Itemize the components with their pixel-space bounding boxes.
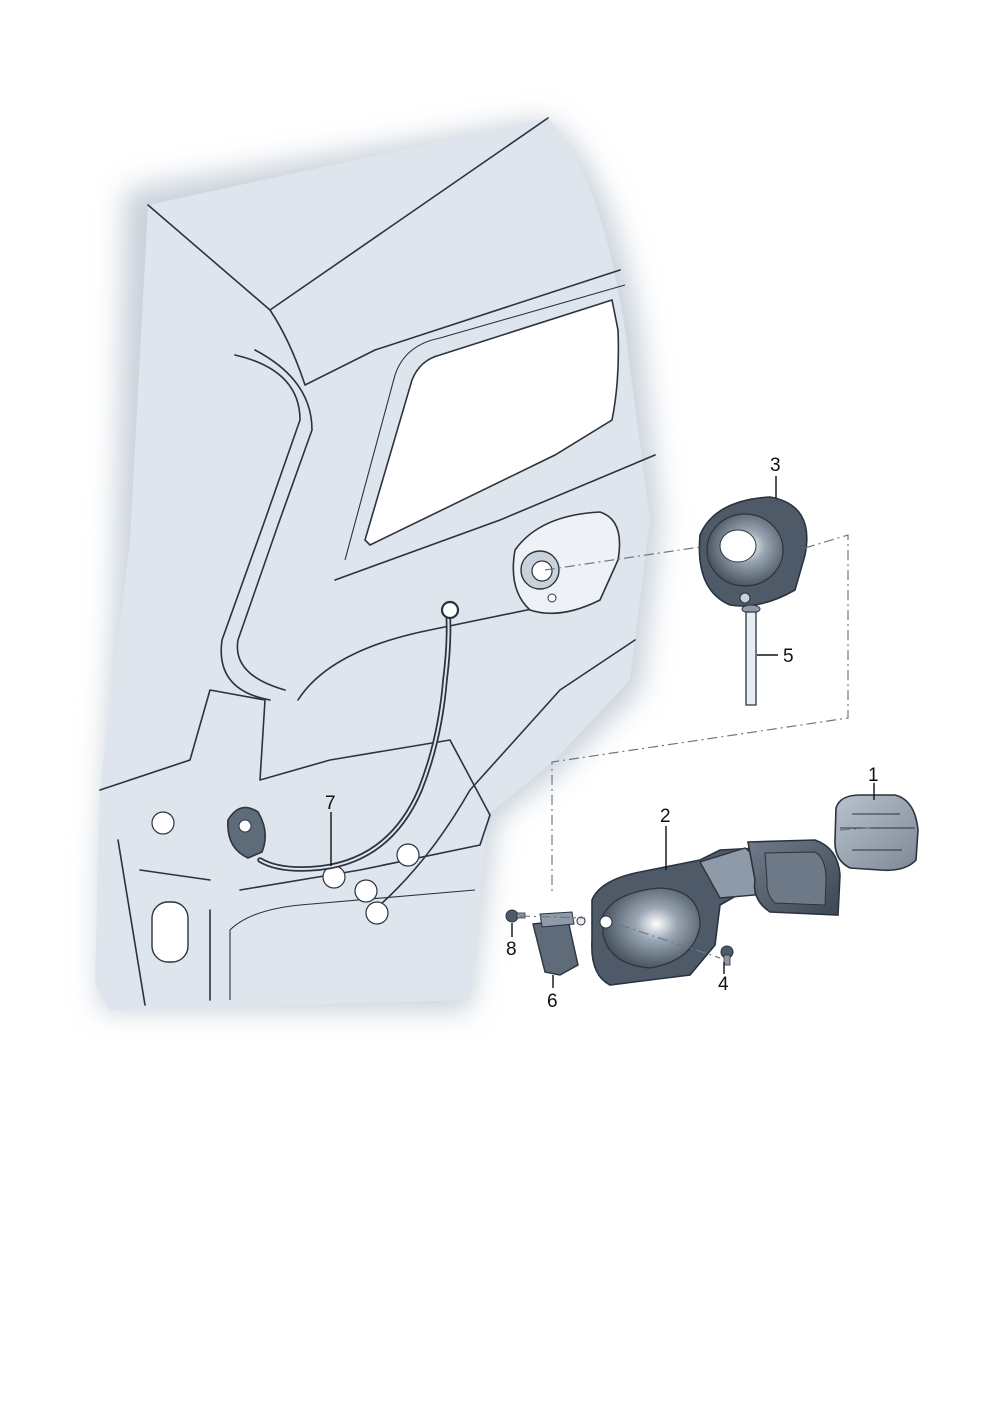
quarter-window xyxy=(364,298,620,546)
assembly-line-actuator xyxy=(519,915,586,919)
body-hole-3 xyxy=(354,879,378,903)
assembly-line-housing-right xyxy=(551,534,849,892)
c-pillar-outer xyxy=(220,354,301,701)
wheel-arch-line xyxy=(379,639,636,906)
car-body-side-panel xyxy=(95,117,660,1010)
quarter-window-frame xyxy=(344,284,626,561)
housing-bore xyxy=(719,529,757,563)
rivet-8-head xyxy=(505,909,519,923)
cable-grommet-hole xyxy=(238,819,252,833)
inner-rear-structure xyxy=(99,689,491,891)
c-pillar-inner xyxy=(236,349,313,691)
drain-hose-body xyxy=(745,611,757,706)
assembly-lines xyxy=(519,534,871,959)
body-crease-lower xyxy=(297,594,601,701)
pillar-lower-frame xyxy=(117,839,211,1006)
assembly-line-neck-to-housing xyxy=(544,546,701,571)
actuator-plunger xyxy=(576,916,586,926)
flap-cover-part-1 xyxy=(834,794,919,872)
lower-oval-opening xyxy=(151,901,189,963)
actuator-mount-tab xyxy=(539,911,575,928)
actuator-part-6 xyxy=(532,911,586,976)
lower-sill-line xyxy=(229,889,476,1000)
body-fixing-hole xyxy=(547,593,557,603)
cable-eyelet-top xyxy=(440,600,460,620)
callout-6: 6 xyxy=(547,991,558,1012)
release-cable-part-7 xyxy=(227,600,460,872)
body-crease-upper xyxy=(334,454,656,581)
callout-7: 7 xyxy=(325,793,336,814)
release-cable-highlight xyxy=(259,611,450,870)
housing-clip xyxy=(739,592,751,604)
callout-2: 2 xyxy=(660,806,671,827)
screw-4-shank xyxy=(723,954,731,966)
roof-inner-line xyxy=(269,269,621,386)
screw-part-4 xyxy=(720,945,734,966)
callout-8: 8 xyxy=(506,939,517,960)
leader-lines xyxy=(330,476,875,988)
filler-flap-housing-part-2 xyxy=(591,839,841,986)
body-hole-5 xyxy=(365,901,389,925)
flap-housing-hole xyxy=(599,915,613,929)
drain-hose-part-5 xyxy=(741,604,761,706)
callout-1: 1 xyxy=(868,765,879,786)
flap-housing-cup xyxy=(602,887,701,969)
callout-5: 5 xyxy=(783,646,794,667)
body-hole-1 xyxy=(151,811,175,835)
cable-end-grommet xyxy=(227,806,266,859)
actuator-body xyxy=(532,919,579,976)
callout-4: 4 xyxy=(718,974,729,995)
flap-door-inner xyxy=(764,851,827,906)
assembly-line-screw xyxy=(619,924,721,959)
filler-neck-housing-part-3 xyxy=(698,496,808,607)
callout-labels: 1 2 3 4 5 6 7 8 xyxy=(325,455,879,1012)
body-hole-4 xyxy=(396,843,420,867)
callout-3: 3 xyxy=(770,455,781,476)
body-filler-neck-inner xyxy=(531,560,553,582)
flap-cover-panel xyxy=(834,794,919,872)
assembly-line-cover xyxy=(839,827,871,831)
